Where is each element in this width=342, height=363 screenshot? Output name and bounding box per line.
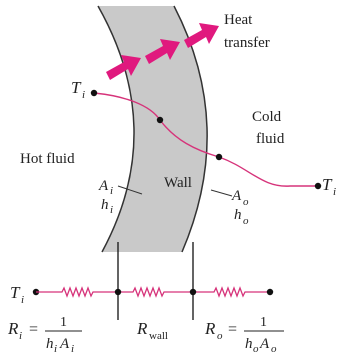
inner-area-symbol: A [98,178,109,194]
network-wire [36,286,270,298]
network-temp-subscript: i [21,294,24,306]
cold-fluid-label-line2: fluid [256,131,285,147]
outer-temp-symbol: T [322,175,333,194]
r-inner-symbol: R [7,319,19,338]
outer-h-symbol: h [234,207,242,223]
inner-h-subscript: i [110,204,113,216]
temp-node-outer [314,182,322,190]
r-outer-subscript: o [217,330,223,342]
inner-temp-symbol: T [71,78,82,97]
r-outer-numerator: 1 [260,315,267,330]
outer-temp-subscript: i [333,186,336,198]
heat-transfer-label-line2: transfer [224,35,270,51]
heat-transfer-label-line1: Heat [224,12,253,28]
temperature-profile-curve [93,92,318,187]
network-node-end [266,288,274,296]
outer-area-symbol: A [231,188,242,204]
r-inner-subscript: i [19,330,22,342]
r-wall-symbol: R [136,319,148,338]
resistance-inner-formula: R i = 1 h i A i [7,315,82,355]
r-inner-den-h-sub: i [54,343,57,355]
r-inner-equals: = [29,321,38,338]
network-node-outer [189,288,197,296]
wall-label: Wall [164,175,192,191]
inner-area-leader [117,185,143,195]
outer-area-subscript: o [243,196,249,208]
heat-transfer-arrows [106,23,219,80]
temp-node-wall-inner [156,116,164,124]
network-node-inner [114,288,122,296]
inner-area-subscript: i [110,185,113,197]
wall-outer-edge [173,5,208,253]
r-inner-den-h: h [46,336,54,352]
r-outer-symbol: R [204,319,216,338]
heat-arrow-2 [145,39,180,64]
wall-inner-edge [97,5,135,253]
r-inner-den-a: A [59,336,70,352]
r-wall-subscript: wall [149,330,168,342]
r-inner-numerator: 1 [60,315,67,330]
resistance-outer-formula: R o = 1 h o A o [204,315,284,355]
r-outer-den-a-sub: o [271,343,277,355]
r-outer-equals: = [228,321,237,338]
resistance-wall-formula: R wall [136,319,168,342]
r-inner-den-a-sub: i [71,343,74,355]
network-temp-symbol: T [10,283,21,302]
temp-node-inner [90,89,98,97]
temp-node-wall-outer [215,153,223,161]
r-outer-den-h-sub: o [253,343,259,355]
heat-arrow-1 [106,55,141,80]
inner-temp-subscript: i [82,89,85,101]
hot-fluid-label: Hot fluid [20,151,75,167]
outer-area-leader [210,189,233,197]
inner-h-symbol: h [101,197,109,213]
cold-fluid-label-line1: Cold [252,109,282,125]
outer-h-subscript: o [243,215,249,227]
heat-arrow-3 [184,23,219,48]
r-outer-den-a: A [259,336,270,352]
r-outer-den-h: h [245,336,253,352]
